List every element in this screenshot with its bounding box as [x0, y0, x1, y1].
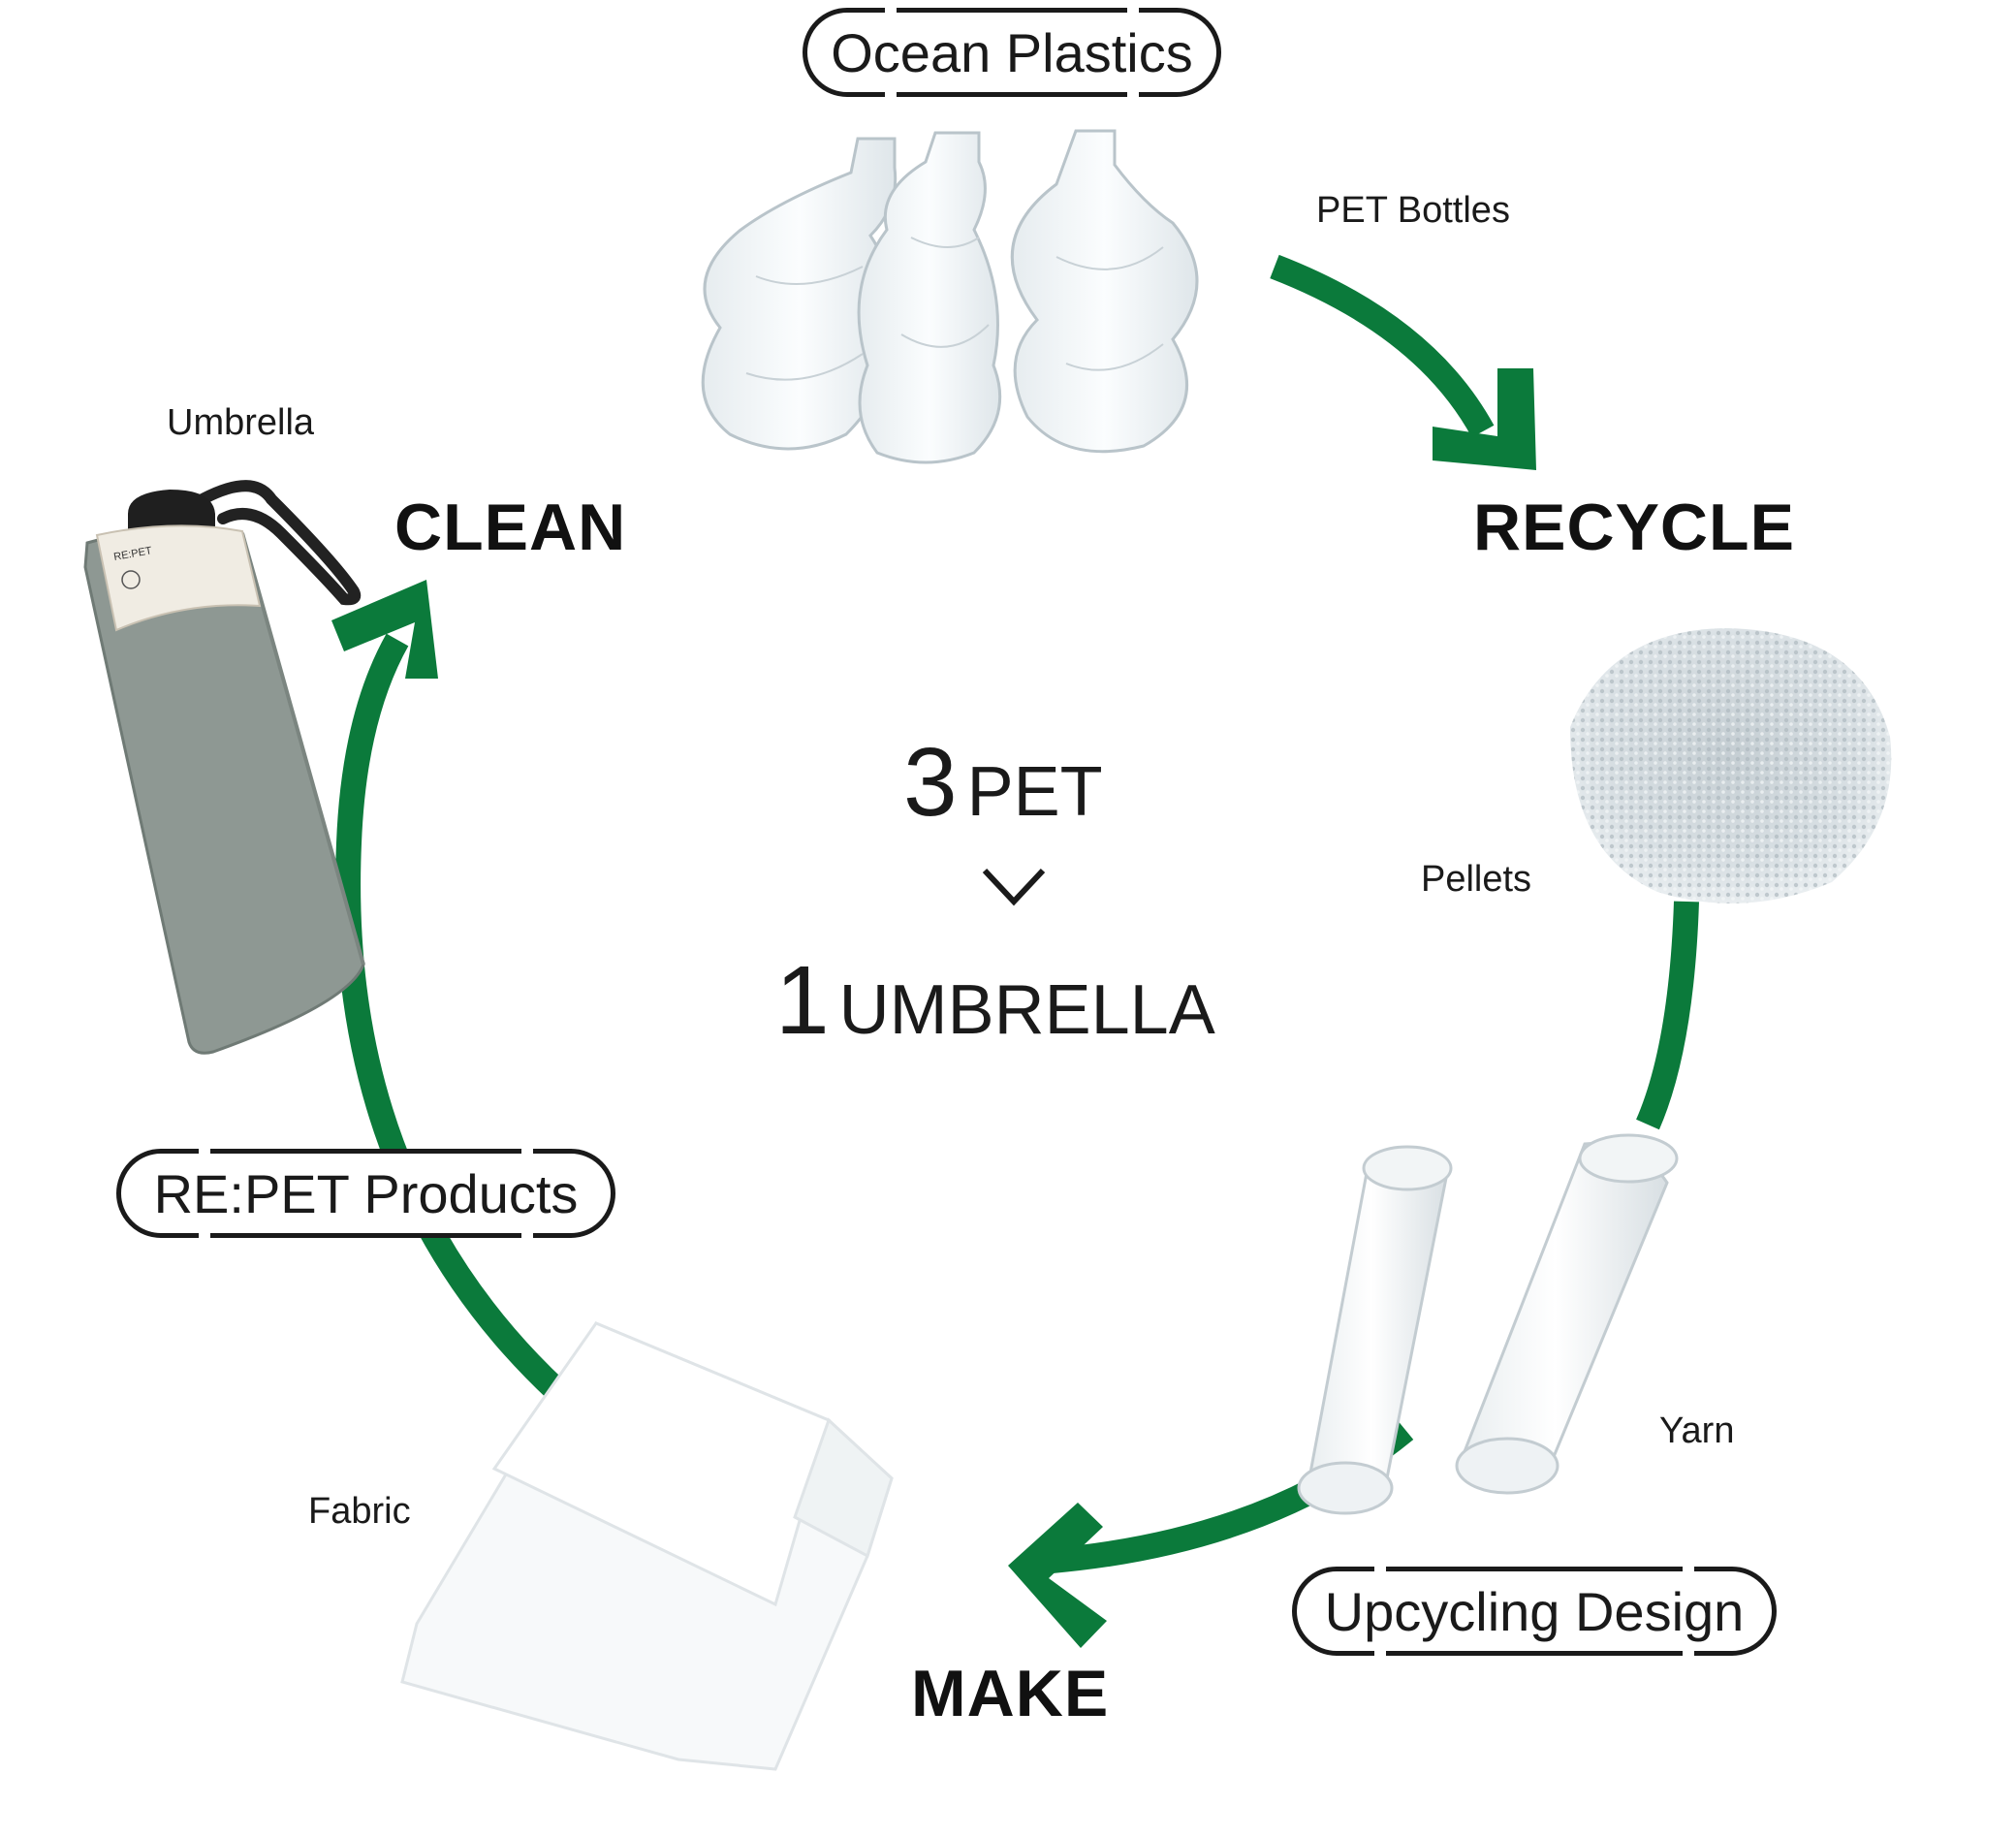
- arrow-recycle: [1270, 254, 1495, 438]
- arrowhead-recycle: [1433, 368, 1536, 470]
- tag-upcycling-design-label: Upcycling Design: [1324, 1580, 1745, 1642]
- tag-ocean-plastics-label: Ocean Plastics: [831, 21, 1193, 83]
- umbrella-strap: [188, 480, 362, 606]
- center-number-2: 1: [775, 946, 830, 1055]
- fabric-image: [400, 1321, 894, 1771]
- center-line-1: 3 PET: [903, 727, 1103, 839]
- umbrella-image: RE:PET: [83, 480, 365, 1055]
- label-yarn: Yarn: [1659, 1410, 1735, 1451]
- arrow-clean: [335, 633, 566, 1401]
- stage-clean: CLEAN: [394, 491, 627, 564]
- tag-repet-products-label: RE:PET Products: [153, 1162, 579, 1224]
- pellets-image: [1570, 628, 1892, 903]
- chevron-down-icon: [982, 868, 1046, 906]
- label-fabric: Fabric: [308, 1491, 411, 1532]
- label-pet-bottles: PET Bottles: [1316, 190, 1510, 231]
- pet-bottles-image: [701, 129, 1199, 464]
- umbrella-tag: RE:PET: [95, 524, 262, 632]
- tag-ocean-plastics: Ocean Plastics: [803, 5, 1221, 100]
- bottle-2: [857, 131, 1002, 464]
- stage-make: MAKE: [911, 1657, 1110, 1730]
- center-word-2: UMBRELLA: [838, 971, 1215, 1049]
- stage-recycle: RECYCLE: [1473, 491, 1795, 564]
- yarn-image: [1297, 1133, 1679, 1515]
- center-number-1: 3: [903, 728, 958, 837]
- spool-left: [1297, 1145, 1453, 1515]
- label-pellets: Pellets: [1421, 859, 1532, 900]
- center-line-2: 1 UMBRELLA: [775, 945, 1215, 1057]
- center-word-1: PET: [966, 753, 1103, 831]
- arrowhead-clean: [331, 580, 438, 679]
- umbrella-handle: [128, 490, 215, 535]
- tag-upcycling-design: Upcycling Design: [1292, 1564, 1777, 1659]
- tag-repet-products: RE:PET Products: [116, 1146, 615, 1241]
- arrowhead-make: [1008, 1503, 1107, 1648]
- label-umbrella: Umbrella: [167, 402, 315, 443]
- bottle-3: [1010, 129, 1199, 454]
- spool-right: [1455, 1133, 1679, 1495]
- arrow-pellets-yarn: [1636, 901, 1699, 1130]
